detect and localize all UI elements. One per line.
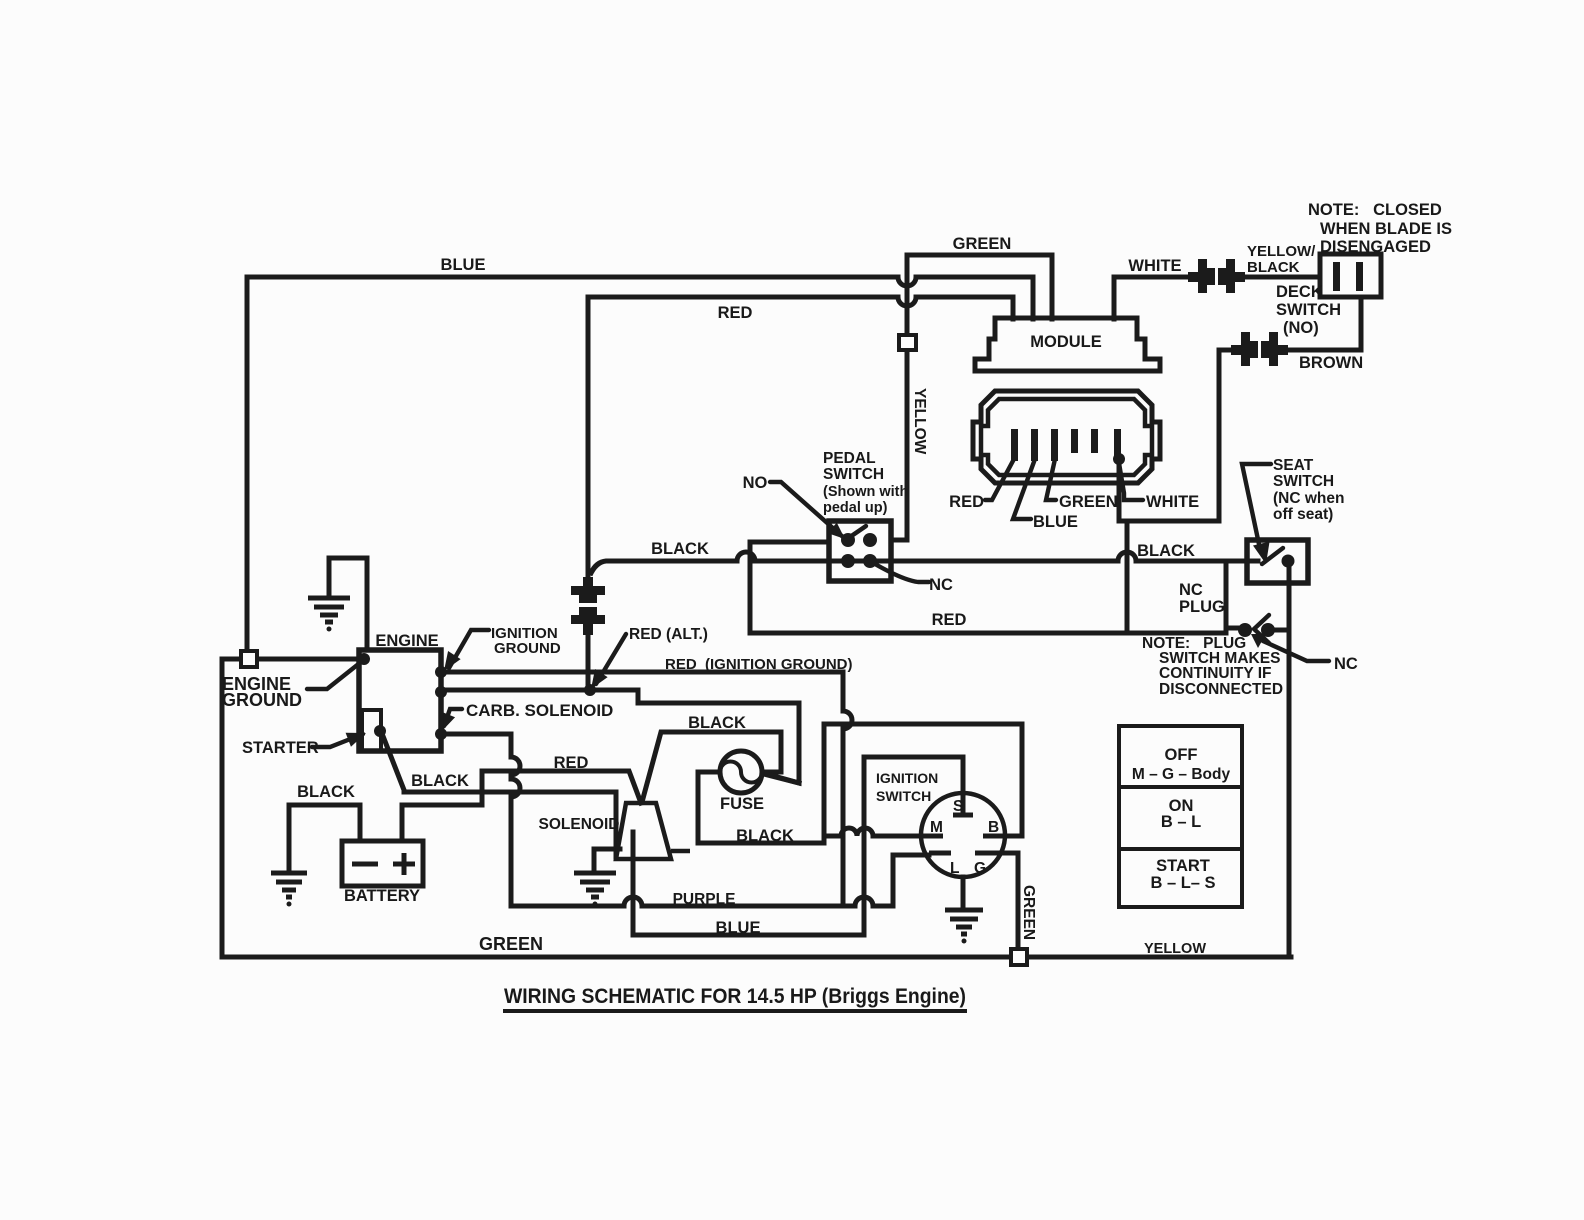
svg-text:BLACK: BLACK [1137, 542, 1195, 560]
svg-text:STARTER: STARTER [242, 739, 319, 757]
svg-text:(NO): (NO) [1283, 319, 1319, 337]
svg-text:NOTE: PLUG: NOTE: PLUG [1142, 635, 1246, 652]
svg-text:G: G [974, 860, 986, 877]
svg-text:BLACK: BLACK [1247, 259, 1300, 276]
svg-text:YELLOW: YELLOW [911, 388, 928, 455]
svg-text:SWITCH: SWITCH [1276, 301, 1341, 319]
svg-text:YELLOW/: YELLOW/ [1247, 243, 1316, 260]
svg-text:NC: NC [929, 576, 953, 594]
svg-text:BLACK: BLACK [651, 540, 709, 558]
svg-text:GREEN: GREEN [953, 235, 1012, 253]
svg-text:CONTINUITY IF: CONTINUITY IF [1159, 665, 1272, 682]
svg-text:SWITCH MAKES: SWITCH MAKES [1159, 650, 1280, 667]
svg-text:FUSE: FUSE [720, 795, 764, 813]
svg-text:WIRING SCHEMATIC FOR 14.5 HP (: WIRING SCHEMATIC FOR 14.5 HP (Briggs Eng… [504, 984, 966, 1008]
svg-text:SWITCH: SWITCH [876, 788, 931, 804]
svg-text:RED: RED [718, 304, 753, 322]
svg-text:SOLENOID: SOLENOID [539, 816, 620, 833]
svg-text:BLACK: BLACK [688, 714, 746, 732]
svg-text:DISENGAGED: DISENGAGED [1320, 238, 1431, 256]
svg-text:NOTE: CLOSED: NOTE: CLOSED [1308, 201, 1442, 219]
svg-text:BLACK: BLACK [736, 827, 794, 845]
svg-text:RED (ALT.): RED (ALT.) [629, 626, 708, 643]
svg-text:IGNITION: IGNITION [491, 625, 558, 642]
svg-text:GREEN: GREEN [479, 934, 543, 954]
svg-text:CARB. SOLENOID: CARB. SOLENOID [466, 701, 613, 720]
svg-text:PLUG: PLUG [1179, 598, 1225, 616]
svg-text:ENGINE: ENGINE [222, 674, 291, 694]
svg-text:WHITE: WHITE [1146, 493, 1199, 511]
svg-text:WHEN BLADE IS: WHEN BLADE IS [1320, 220, 1452, 238]
svg-text:OFF: OFF [1165, 746, 1198, 764]
svg-text:B – L– S: B – L– S [1150, 874, 1215, 892]
svg-text:BATTERY: BATTERY [344, 887, 420, 905]
svg-text:(Shown with: (Shown with [823, 484, 908, 500]
svg-text:ON: ON [1169, 797, 1194, 815]
svg-text:RED: RED [932, 611, 967, 629]
svg-text:DISCONNECTED: DISCONNECTED [1159, 681, 1283, 698]
svg-text:B – L: B – L [1161, 813, 1201, 831]
svg-text:SEAT: SEAT [1273, 457, 1314, 474]
svg-text:SWITCH: SWITCH [1273, 473, 1334, 490]
svg-text:SWITCH: SWITCH [823, 466, 884, 483]
svg-text:RED: RED [949, 493, 984, 511]
svg-text:BLUE: BLUE [1033, 513, 1078, 531]
svg-text:YELLOW: YELLOW [1144, 941, 1206, 957]
svg-text:RED (IGNITION GROUND): RED (IGNITION GROUND) [665, 656, 853, 673]
svg-text:L: L [950, 860, 959, 877]
svg-text:M – G – Body: M – G – Body [1132, 766, 1231, 783]
svg-text:PEDAL: PEDAL [823, 450, 876, 467]
svg-text:B: B [988, 819, 999, 836]
svg-text:ENGINE: ENGINE [375, 632, 438, 650]
svg-text:MODULE: MODULE [1030, 333, 1102, 351]
svg-text:NO: NO [743, 474, 768, 492]
svg-text:PURPLE: PURPLE [673, 891, 736, 908]
svg-text:BLACK: BLACK [297, 783, 355, 801]
svg-text:IGNITION: IGNITION [876, 770, 938, 786]
svg-text:WHITE: WHITE [1128, 257, 1181, 275]
svg-text:BLUE: BLUE [441, 256, 486, 274]
svg-text:NC: NC [1179, 581, 1203, 599]
svg-text:off seat): off seat) [1273, 506, 1333, 523]
svg-text:(NC when: (NC when [1273, 490, 1344, 507]
svg-text:GREEN: GREEN [1020, 885, 1037, 940]
svg-text:GROUND: GROUND [494, 640, 561, 657]
svg-text:GREEN: GREEN [1059, 493, 1118, 511]
svg-text:pedal up): pedal up) [823, 500, 888, 516]
svg-text:NC: NC [1334, 655, 1358, 673]
svg-text:RED: RED [554, 754, 589, 772]
svg-text:BLACK: BLACK [411, 772, 469, 790]
svg-text:M: M [930, 819, 943, 836]
svg-text:GROUND: GROUND [222, 690, 302, 710]
svg-text:S: S [953, 798, 963, 815]
svg-text:START: START [1156, 857, 1210, 875]
svg-text:BROWN: BROWN [1299, 354, 1363, 372]
svg-text:DECK: DECK [1276, 283, 1323, 301]
svg-text:BLUE: BLUE [716, 919, 761, 937]
